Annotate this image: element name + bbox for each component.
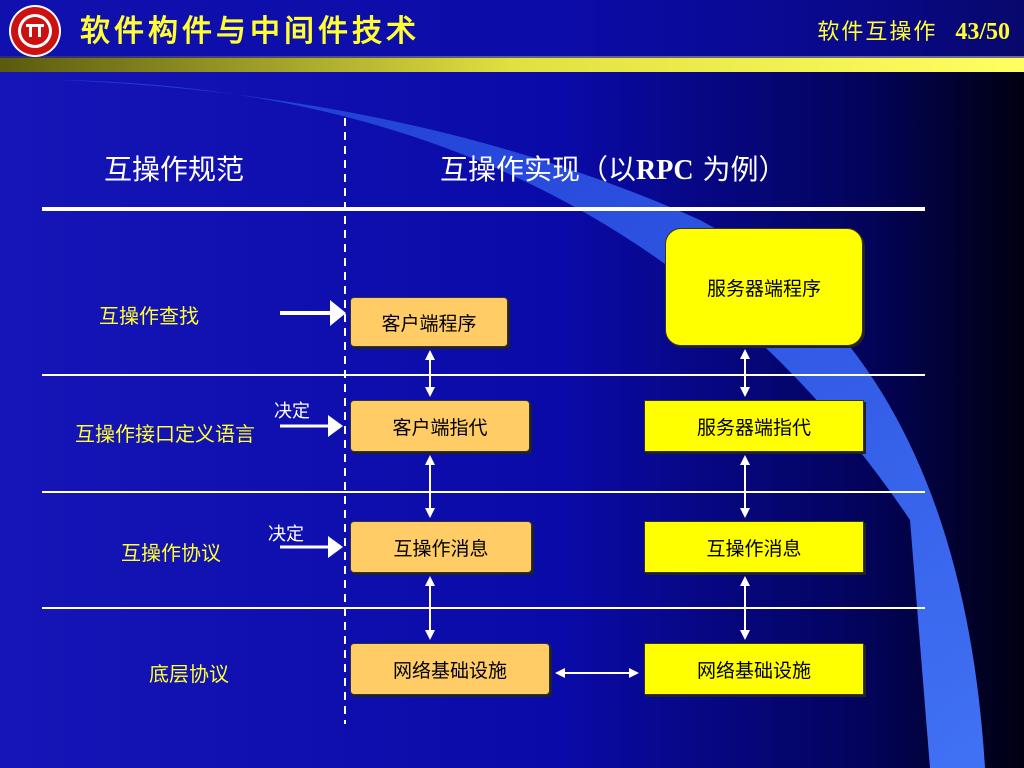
logo <box>8 4 62 58</box>
impl-column-heading: 互操作实现（以RPC 为例） <box>440 148 786 188</box>
presentation-title: 软件构件与中间件技术 <box>80 14 420 49</box>
row-label-base: 底层协议 <box>149 662 229 686</box>
client-infra-box: 网络基础设施 <box>350 643 550 695</box>
decide-label-idl: 决定 <box>274 401 310 422</box>
client-stub-box: 客户端指代 <box>350 400 530 452</box>
page-number: 43/50 <box>955 19 1010 45</box>
server-infra-box: 网络基础设施 <box>644 643 864 695</box>
server-message-box: 互操作消息 <box>644 521 864 573</box>
row-label-protocol: 互操作协议 <box>121 541 221 565</box>
decide-label-protocol: 决定 <box>268 524 304 545</box>
row-label-idl: 互操作接口定义语言 <box>75 422 255 446</box>
impl-heading-suffix: 为例） <box>693 153 787 186</box>
slide-header-right: 软件互操作 43/50 <box>817 14 1010 46</box>
client-program-box: 客户端程序 <box>350 297 508 347</box>
spec-column-heading: 互操作规范 <box>104 153 245 186</box>
row-label-lookup: 互操作查找 <box>99 304 199 328</box>
section-topic: 软件互操作 <box>817 20 938 45</box>
server-program-box: 服务器端程序 <box>665 228 863 346</box>
impl-heading-rpc: RPC <box>636 155 694 186</box>
server-stub-box: 服务器端指代 <box>644 400 864 452</box>
impl-heading-prefix: 互操作实现（以 <box>440 153 637 186</box>
client-message-box: 互操作消息 <box>350 521 532 573</box>
university-seal-icon <box>9 5 61 57</box>
